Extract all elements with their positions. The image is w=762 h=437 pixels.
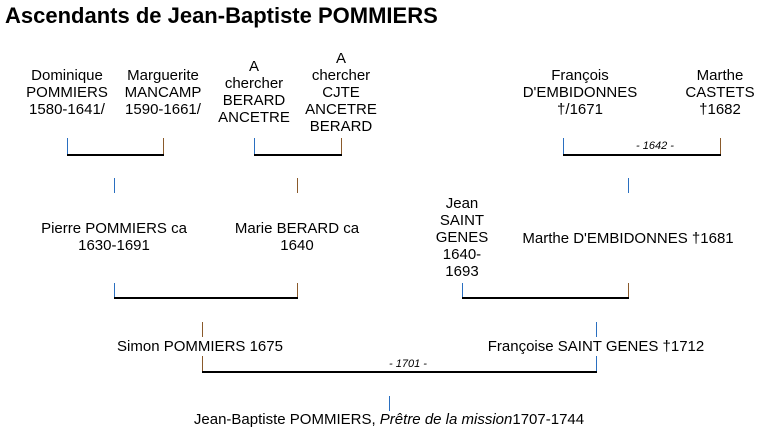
person-line: 1630-1691 [78, 237, 150, 254]
person-line: chercher [224, 75, 284, 92]
person-line: ANCETRE [218, 109, 290, 126]
person-line: François [551, 67, 609, 84]
link-line [114, 178, 115, 193]
marriage-date: - 1642 - [634, 140, 676, 152]
person-line: GENES [435, 229, 489, 246]
link-line [202, 322, 203, 337]
person-line: Dominique [31, 67, 103, 84]
root-dates: 1707-1744 [512, 411, 585, 428]
couple-line [254, 154, 342, 156]
link-line [720, 138, 721, 155]
link-line [202, 356, 203, 372]
person-line: CJTE [322, 84, 360, 101]
link-line [163, 138, 164, 155]
link-line [628, 178, 629, 193]
person-line: Marguerite [127, 67, 199, 84]
root-title: Prêtre de la mission [379, 411, 513, 428]
page-title: Ascendants de Jean-Baptiste POMMIERS [5, 3, 438, 28]
person-line: ANCETRE [305, 101, 377, 118]
person-line: Jean [445, 195, 479, 212]
person-line: BERARD [222, 92, 286, 109]
person-gen2-3[interactable]: Marthe D'EMBIDONNES †1681 [522, 230, 733, 247]
root-person[interactable]: Jean-Baptiste POMMIERS, Prêtre de la mis… [194, 411, 584, 428]
person-line: CASTETS [685, 84, 755, 101]
person-line: Françoise SAINT GENES †1712 [487, 338, 705, 355]
marriage-date: - 1701 - [387, 358, 429, 370]
couple-line [462, 297, 629, 299]
person-line: A [335, 50, 346, 67]
root-name: Jean-Baptiste POMMIERS, [193, 411, 376, 428]
person-line: 1640 [280, 237, 314, 254]
person-line: chercher [311, 67, 371, 84]
couple-line [202, 371, 597, 373]
link-line [341, 138, 342, 155]
person-line: 1693 [445, 263, 479, 280]
person-line: Marthe [696, 67, 744, 84]
link-line [462, 283, 463, 299]
person-line: Marie BERARD ca [234, 220, 360, 237]
person-line: 1640- [442, 246, 482, 263]
couple-line [67, 154, 164, 156]
person-gen3-1[interactable]: Françoise SAINT GENES †1712 [488, 338, 705, 355]
person-line: Pierre POMMIERS ca [41, 220, 187, 237]
person-gen3-0[interactable]: Simon POMMIERS 1675 [117, 338, 283, 355]
link-line [114, 283, 115, 299]
link-line [596, 356, 597, 372]
person-line: †1682 [699, 101, 741, 118]
person-line: POMMIERS [26, 84, 108, 101]
person-line: A [248, 58, 259, 75]
person-line: Marthe D'EMBIDONNES †1681 [522, 230, 734, 247]
link-line [596, 322, 597, 337]
person-line: BERARD [309, 118, 373, 135]
link-line [297, 178, 298, 193]
person-line: Simon POMMIERS 1675 [117, 338, 283, 355]
person-line: MANCAMP [124, 84, 202, 101]
person-line: †/1671 [557, 101, 603, 118]
couple-line [563, 154, 721, 156]
link-line [67, 138, 68, 155]
link-line [628, 283, 629, 299]
person-line: 1590-1661/ [125, 101, 201, 118]
link-line [254, 138, 255, 155]
person-line: SAINT [439, 212, 485, 229]
link-line [297, 283, 298, 299]
person-line: 1580-1641/ [29, 101, 105, 118]
link-line [563, 138, 564, 155]
link-line [389, 396, 390, 411]
couple-line [114, 297, 298, 299]
person-line: D'EMBIDONNES [522, 84, 638, 101]
